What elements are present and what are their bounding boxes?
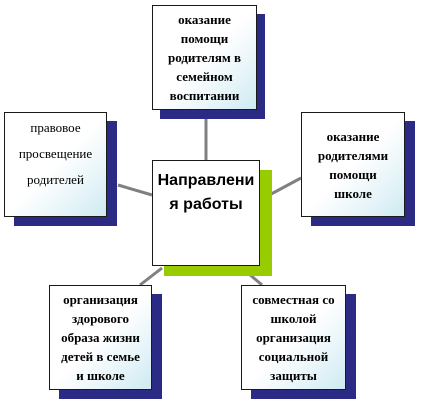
node-family-upbringing: оказание помощи родителям в семейном вос… [152,5,265,119]
node-box: совместная со школой организация социаль… [241,285,346,390]
node-healthy-lifestyle: организация здорового образа жизни детей… [49,285,162,399]
node-box: организация здорового образа жизни детей… [49,285,152,390]
node-center-directions: Направления работы [152,160,272,276]
center-box: Направления работы [152,160,260,266]
node-label: совместная со школой организация социаль… [252,292,335,383]
node-box: оказание родителями помощи школе [301,112,405,217]
connector-bottom-left [139,266,163,287]
connector-left [117,183,153,197]
node-label: оказание помощи родителям в семейном вос… [167,12,242,103]
node-label: правовое просвещение родителей [18,120,93,187]
node-box: оказание помощи родителям в семейном вос… [152,5,257,110]
node-parents-help-school: оказание родителями помощи школе [301,112,415,226]
node-box: правовое просвещение родителей [4,112,107,217]
node-social-protection: совместная со школой организация социаль… [241,285,356,399]
node-label: оказание родителями помощи школе [317,128,389,201]
node-legal-education: правовое просвещение родителей [4,112,117,226]
center-label: Направления работы [157,172,255,213]
node-label: организация здорового образа жизни детей… [61,292,140,383]
